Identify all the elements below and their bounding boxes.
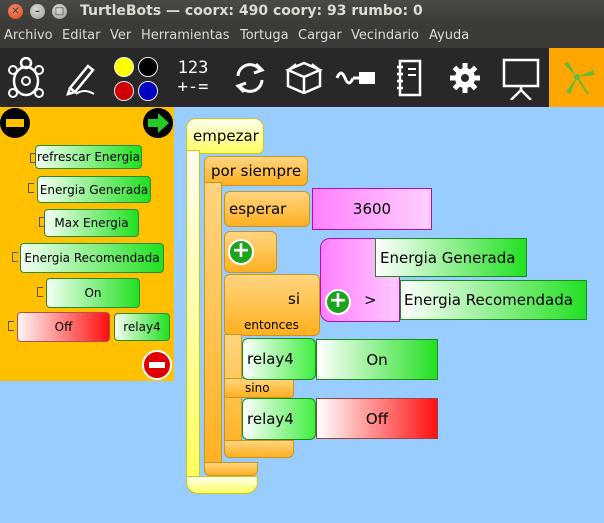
value-else-label: Off: [365, 409, 389, 428]
windmill-icon: [563, 61, 594, 95]
block-connector: [28, 183, 34, 193]
menu-ayuda[interactable]: Ayuda: [429, 28, 470, 43]
else-label: sino: [245, 381, 270, 395]
gear-icon: [450, 62, 480, 93]
relay-then-label: relay4: [247, 350, 294, 368]
notebook-icon: [397, 59, 422, 96]
block-connector: [12, 252, 18, 262]
numbers-bottom-label: +-=: [177, 76, 209, 97]
else-separator: sino: [224, 378, 294, 398]
pen-button[interactable]: [58, 48, 102, 107]
left-operand-block[interactable]: Energia Generada: [375, 238, 527, 277]
loop-arrows-icon: [235, 62, 265, 93]
palette-block-relay4[interactable]: relay4: [114, 313, 170, 341]
collapse-palette-button[interactable]: [0, 108, 30, 138]
presentation-button[interactable]: [496, 48, 546, 107]
right-operand-label: Energia Recomendada: [404, 291, 573, 309]
menu-ver[interactable]: Ver: [110, 28, 132, 43]
arrow-right-icon: [148, 113, 169, 133]
block-connector: [39, 217, 45, 227]
menu-archivo[interactable]: Archivo: [4, 28, 53, 43]
sensors-button[interactable]: [332, 48, 382, 107]
close-window-button[interactable]: ✕: [8, 4, 23, 19]
delete-block-button[interactable]: [142, 350, 172, 380]
numbers-top-label: 123: [177, 57, 209, 78]
start-block-label: empezar: [193, 127, 259, 145]
window-title: TurtleBots — coorx: 490 coory: 93 rumbo:…: [80, 3, 423, 19]
numbers-icon: 123 +-=: [177, 57, 209, 97]
menu-tortuga[interactable]: Tortuga: [240, 28, 289, 43]
menu-editar[interactable]: Editar: [62, 28, 101, 43]
menu-cargar[interactable]: Cargar: [298, 28, 342, 43]
minimize-window-button[interactable]: –: [30, 4, 45, 19]
block-connector: [8, 321, 14, 331]
palette-block-off[interactable]: Off: [17, 312, 110, 342]
numbers-button[interactable]: 123 +-=: [168, 48, 218, 107]
palette-block-refrescar-energia[interactable]: refrescar Energia: [35, 145, 142, 169]
palette-block-on[interactable]: On: [46, 278, 140, 308]
start-block-body: [186, 150, 200, 480]
title-bar: ✕ – □ TurtleBots — coorx: 490 coory: 93 …: [0, 0, 604, 24]
sensors-icon: [335, 71, 375, 84]
wait-block[interactable]: esperar: [224, 191, 310, 227]
black-dot-icon: [138, 56, 158, 77]
palette-colors-icon: [112, 54, 160, 102]
palette-block-energia-recomendada[interactable]: Energia Recomendada: [20, 243, 164, 273]
left-operand-label: Energia Generada: [380, 248, 516, 267]
value-else-block[interactable]: Off: [316, 398, 438, 439]
menu-herramientas[interactable]: Herramientas: [141, 28, 230, 43]
menu-bar: Archivo Editar Ver Herramientas Tortuga …: [0, 24, 604, 48]
start-block-end: [186, 476, 258, 494]
if-block-label: si: [288, 290, 300, 308]
block-connector: [30, 153, 36, 163]
settings-button[interactable]: [442, 48, 488, 107]
maximize-window-button[interactable]: □: [52, 4, 67, 19]
turtle-icon: [8, 56, 44, 98]
value-then-label: On: [366, 350, 388, 369]
value-then-block[interactable]: On: [316, 339, 438, 380]
minus-icon: [149, 362, 165, 368]
palette-block-max-energia[interactable]: Max Energia: [44, 209, 139, 237]
plus-icon: +: [228, 239, 254, 265]
palette-block-energia-generada[interactable]: Energia Generada: [37, 176, 151, 203]
expand-block[interactable]: +: [224, 231, 277, 273]
then-label: entonces: [244, 318, 299, 332]
next-palette-button[interactable]: [143, 108, 173, 138]
toolbar: 123 +-=: [0, 48, 604, 107]
right-operand-block[interactable]: Energia Recomendada: [400, 280, 587, 320]
relay-then-block[interactable]: relay4: [242, 338, 316, 380]
yellow-dot-icon: [114, 56, 134, 77]
flow-button[interactable]: [226, 48, 274, 107]
wait-block-label: esperar: [229, 200, 287, 218]
relay-else-label: relay4: [247, 410, 294, 428]
turtlebots-button[interactable]: [549, 48, 604, 107]
wait-value-block[interactable]: 3600: [312, 188, 432, 230]
blocks-button[interactable]: [280, 48, 328, 107]
wait-value-label: 3600: [352, 200, 392, 218]
menu-vecindario[interactable]: Vecindario: [351, 28, 420, 43]
blocks-palette: refrescar Energia Energia Generada Max E…: [0, 107, 174, 381]
pen-icon: [66, 63, 95, 96]
if-block[interactable]: si entonces: [224, 274, 320, 336]
plus-icon: +: [325, 289, 351, 315]
forever-block-end: [204, 462, 258, 476]
forever-block-body: [204, 182, 222, 472]
relay-else-block[interactable]: relay4: [242, 398, 316, 440]
notebook-button[interactable]: [386, 48, 432, 107]
compare-block[interactable]: + >: [320, 238, 400, 322]
turtle-button[interactable]: [4, 48, 48, 107]
blue-dot-icon: [138, 80, 158, 101]
colors-button[interactable]: [110, 48, 162, 107]
compare-operator-label: >: [364, 291, 377, 309]
red-dot-icon: [114, 80, 134, 101]
forever-block[interactable]: por siempre: [204, 156, 308, 186]
block-connector: [37, 287, 43, 297]
presentation-icon: [502, 58, 540, 100]
minus-icon: [6, 119, 24, 127]
box-icon: [285, 61, 323, 94]
forever-block-label: por siempre: [211, 162, 302, 180]
start-block[interactable]: empezar: [186, 118, 264, 154]
if-block-end: [224, 440, 294, 458]
